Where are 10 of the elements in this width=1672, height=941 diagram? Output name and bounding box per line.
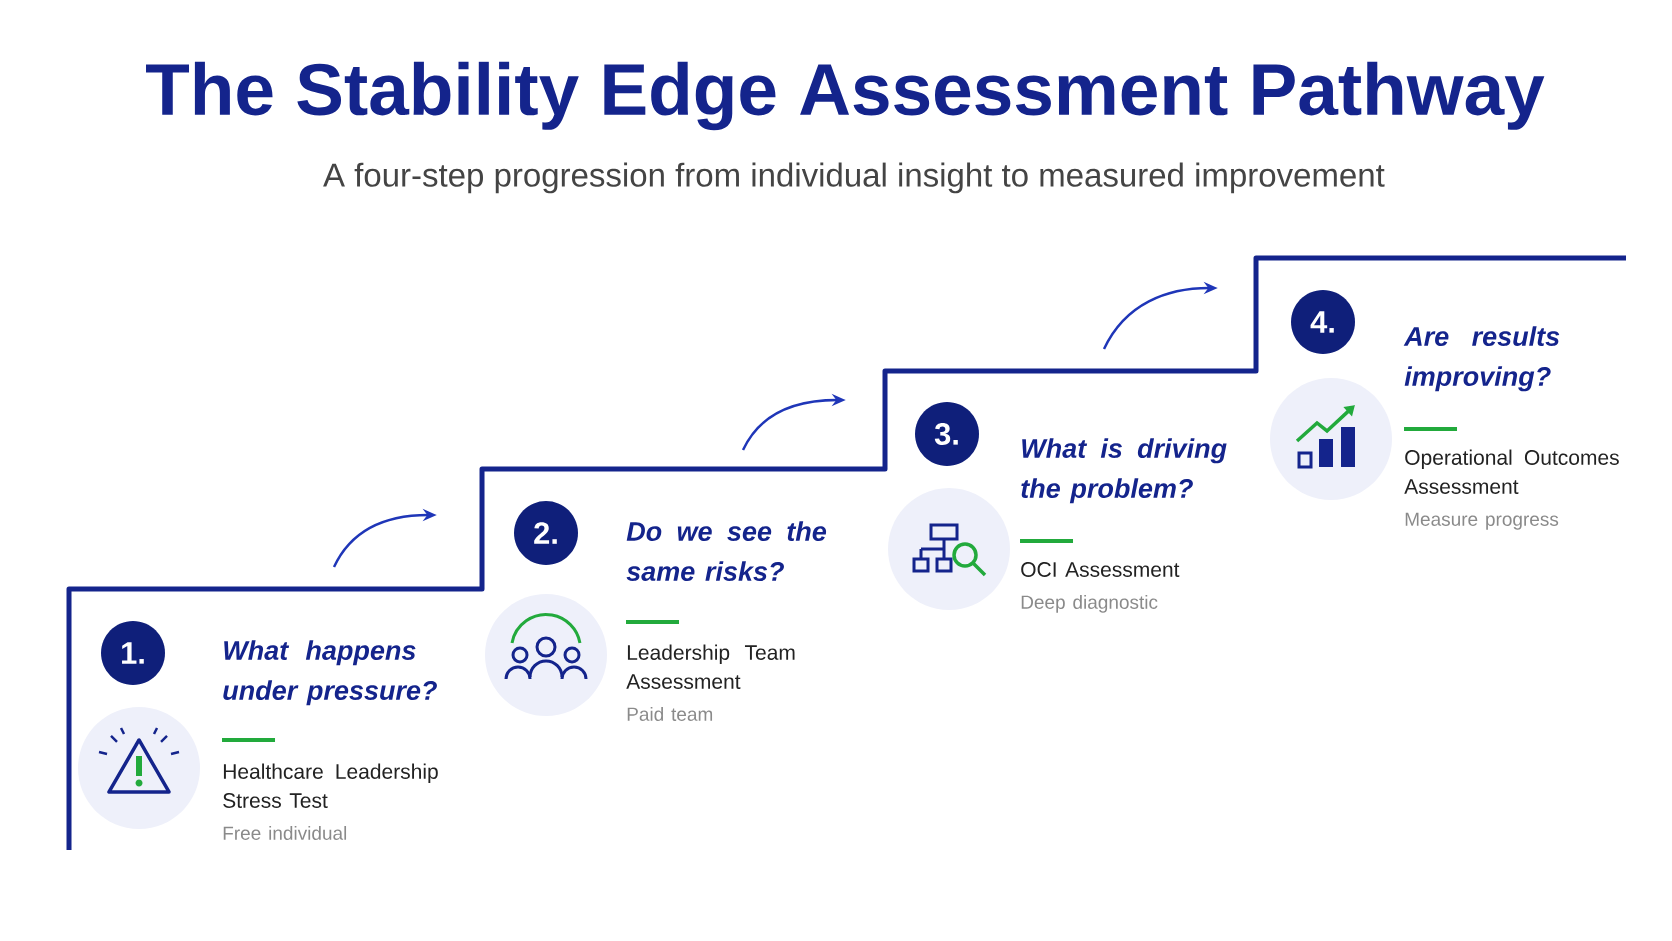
number-badge: 3. (915, 402, 979, 466)
step-text: Do we see the same risks? Leadership Team Assessment Paid team (626, 521, 827, 721)
number-badge: 1. (101, 621, 165, 685)
title: The Stability Edge Assessment Pathway (146, 61, 1545, 131)
number-badge: 4. (1291, 290, 1355, 354)
subtitle: A four-step progression from individual insight to measured improvement (323, 162, 1385, 194)
step-text: What happens under pressure? Healthcare Leadership Stress Test Free individual (223, 640, 438, 840)
number-badge: 2. (514, 501, 578, 565)
step-text: What is driving the problem? OCI Assessment Deep diagnostic (1021, 438, 1227, 613)
step-text: Are results improving? Operational Outcomes Assessment Measure progress (1403, 326, 1619, 530)
